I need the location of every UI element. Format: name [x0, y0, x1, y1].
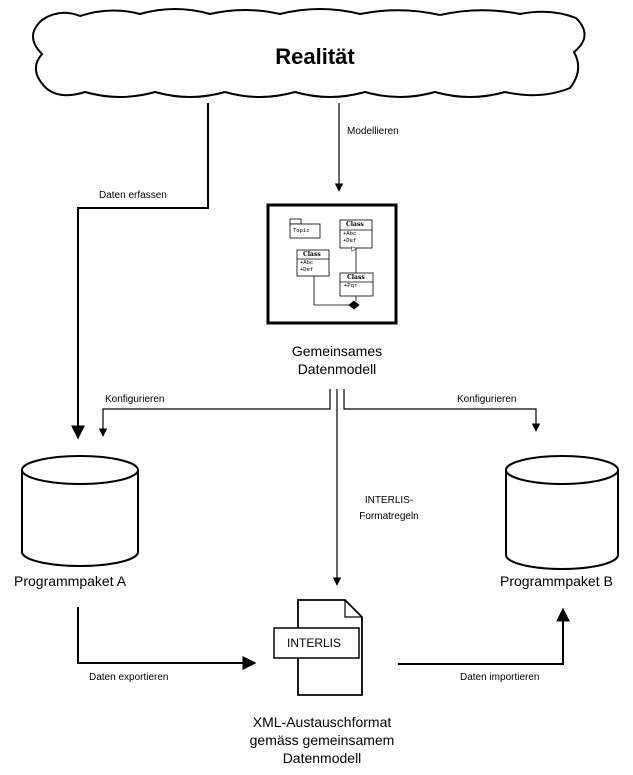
- label-daten-erfassen: Daten erfassen: [99, 190, 167, 201]
- edge-daten-importieren: [398, 607, 570, 665]
- reality-label: Realität: [275, 44, 355, 69]
- uml-class-2-attr-2: +Def: [300, 267, 314, 273]
- label-konfigurieren-a: Konfigurieren: [105, 394, 165, 405]
- uml-diagram: [289, 218, 374, 310]
- edge-daten-exportieren: [77, 607, 257, 670]
- model-caption-line-1: Gemeinsames: [291, 343, 383, 359]
- label-formatregeln: INTERLIS- Formatregeln: [344, 493, 434, 525]
- uml-class-1-attr-2: +Def: [343, 238, 357, 244]
- interlis-box: [273, 627, 360, 659]
- model-box: [266, 203, 398, 325]
- label-konfigurieren-b: Konfigurieren: [457, 394, 517, 405]
- xml-caption-line-2: gemäss gemeinsamem: [249, 732, 395, 748]
- xml-caption: XML-Austauschformat gemäss gemeinsamem D…: [212, 713, 432, 767]
- uml-class-2: Class: [303, 251, 321, 258]
- edge-konfigurieren-a: [98, 389, 331, 437]
- reality-cloud: [32, 8, 586, 98]
- edge-daten-erfassen: [71, 103, 209, 440]
- label-formatregeln-line-2: Formatregeln: [359, 511, 419, 522]
- label-daten-exportieren: Daten exportieren: [89, 672, 169, 683]
- database-b: [505, 455, 619, 570]
- database-a: [21, 455, 139, 567]
- interlis-doc-label: INTERLIS: [287, 636, 342, 650]
- uml-class-2-attr-1: +Abc: [300, 260, 314, 266]
- uml-class-1-attr-1: +Abc: [343, 231, 357, 237]
- uml-class-3-attr-1: +Pqr: [344, 283, 358, 289]
- xml-caption-line-3: Datenmodell: [282, 750, 362, 766]
- edge-konfigurieren-b: [343, 389, 541, 432]
- model-caption: Gemeinsames Datenmodell: [232, 342, 442, 378]
- xml-caption-line-1: XML-Austauschformat: [252, 714, 392, 730]
- uml-class-1: Class: [346, 221, 364, 228]
- package-b-label: Programmpaket B: [500, 573, 613, 589]
- label-daten-importieren: Daten importieren: [460, 672, 540, 683]
- label-formatregeln-line-1: INTERLIS-: [364, 495, 414, 506]
- uml-topic: Topic: [293, 228, 310, 234]
- model-caption-line-2: Datenmodell: [297, 361, 377, 377]
- package-a-label: Programmpaket A: [14, 573, 127, 589]
- uml-class-3: Class: [347, 274, 365, 281]
- label-modellieren: Modellieren: [347, 126, 399, 137]
